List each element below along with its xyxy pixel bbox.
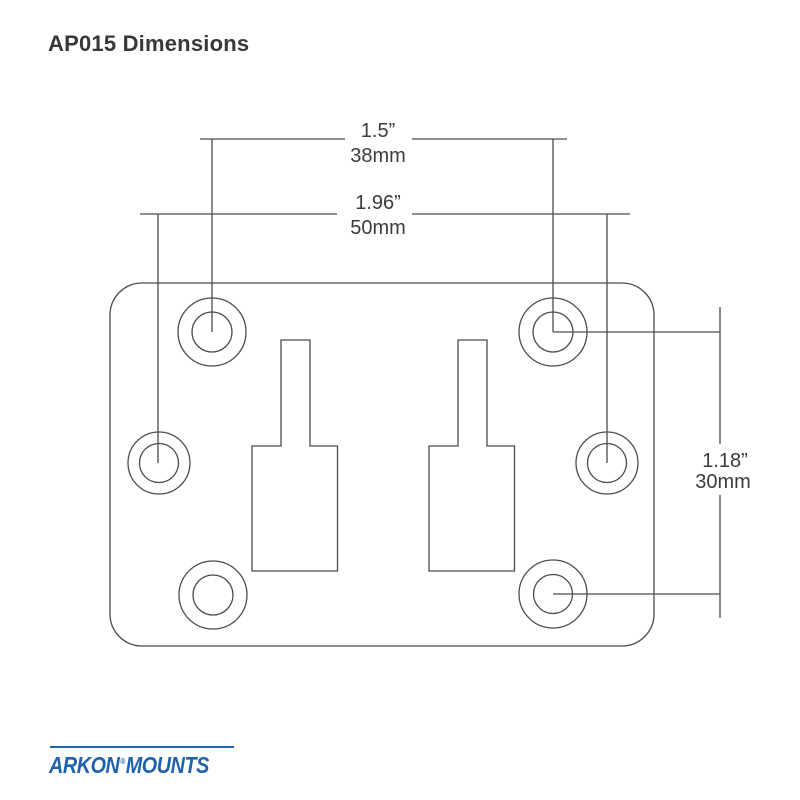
dim-label-inches: 1.96” xyxy=(355,192,401,214)
mounting-plate-outline xyxy=(109,282,655,647)
dim-label-mm: 50mm xyxy=(350,217,406,239)
dim-label-mm: 30mm xyxy=(695,471,751,493)
brand-logo: ARKON®MOUNTS xyxy=(49,752,209,779)
screw-hole-outer-ring xyxy=(178,560,248,630)
screw-hole-inner-ring xyxy=(138,442,180,484)
brand-logo-primary: ARKON xyxy=(49,752,120,778)
dim-label-inches: 1.18” xyxy=(702,450,748,472)
registered-trademark-mark: ® xyxy=(120,757,125,767)
t-slot-left xyxy=(251,339,339,572)
dim-top-hole-spacing: 1.5” 38mm xyxy=(200,120,567,332)
screw-hole-inner-ring xyxy=(192,574,234,616)
brand-logo-rule xyxy=(50,746,234,748)
dim-vertical-hole-spacing: 1.18” 30mm xyxy=(553,307,751,618)
page-title: AP015 Dimensions xyxy=(48,31,250,56)
t-slot-right xyxy=(428,339,516,572)
screw-hole-outer-ring xyxy=(127,431,191,495)
dim-label-mm: 38mm xyxy=(350,145,406,167)
dim-label-inches: 1.5” xyxy=(361,120,395,142)
dim-outer-hole-spacing: 1.96” 50mm xyxy=(140,192,630,463)
screw-hole-bottom-left xyxy=(178,560,248,630)
screw-hole-middle-left xyxy=(127,431,191,495)
brand-logo-secondary: MOUNTS xyxy=(125,752,210,778)
